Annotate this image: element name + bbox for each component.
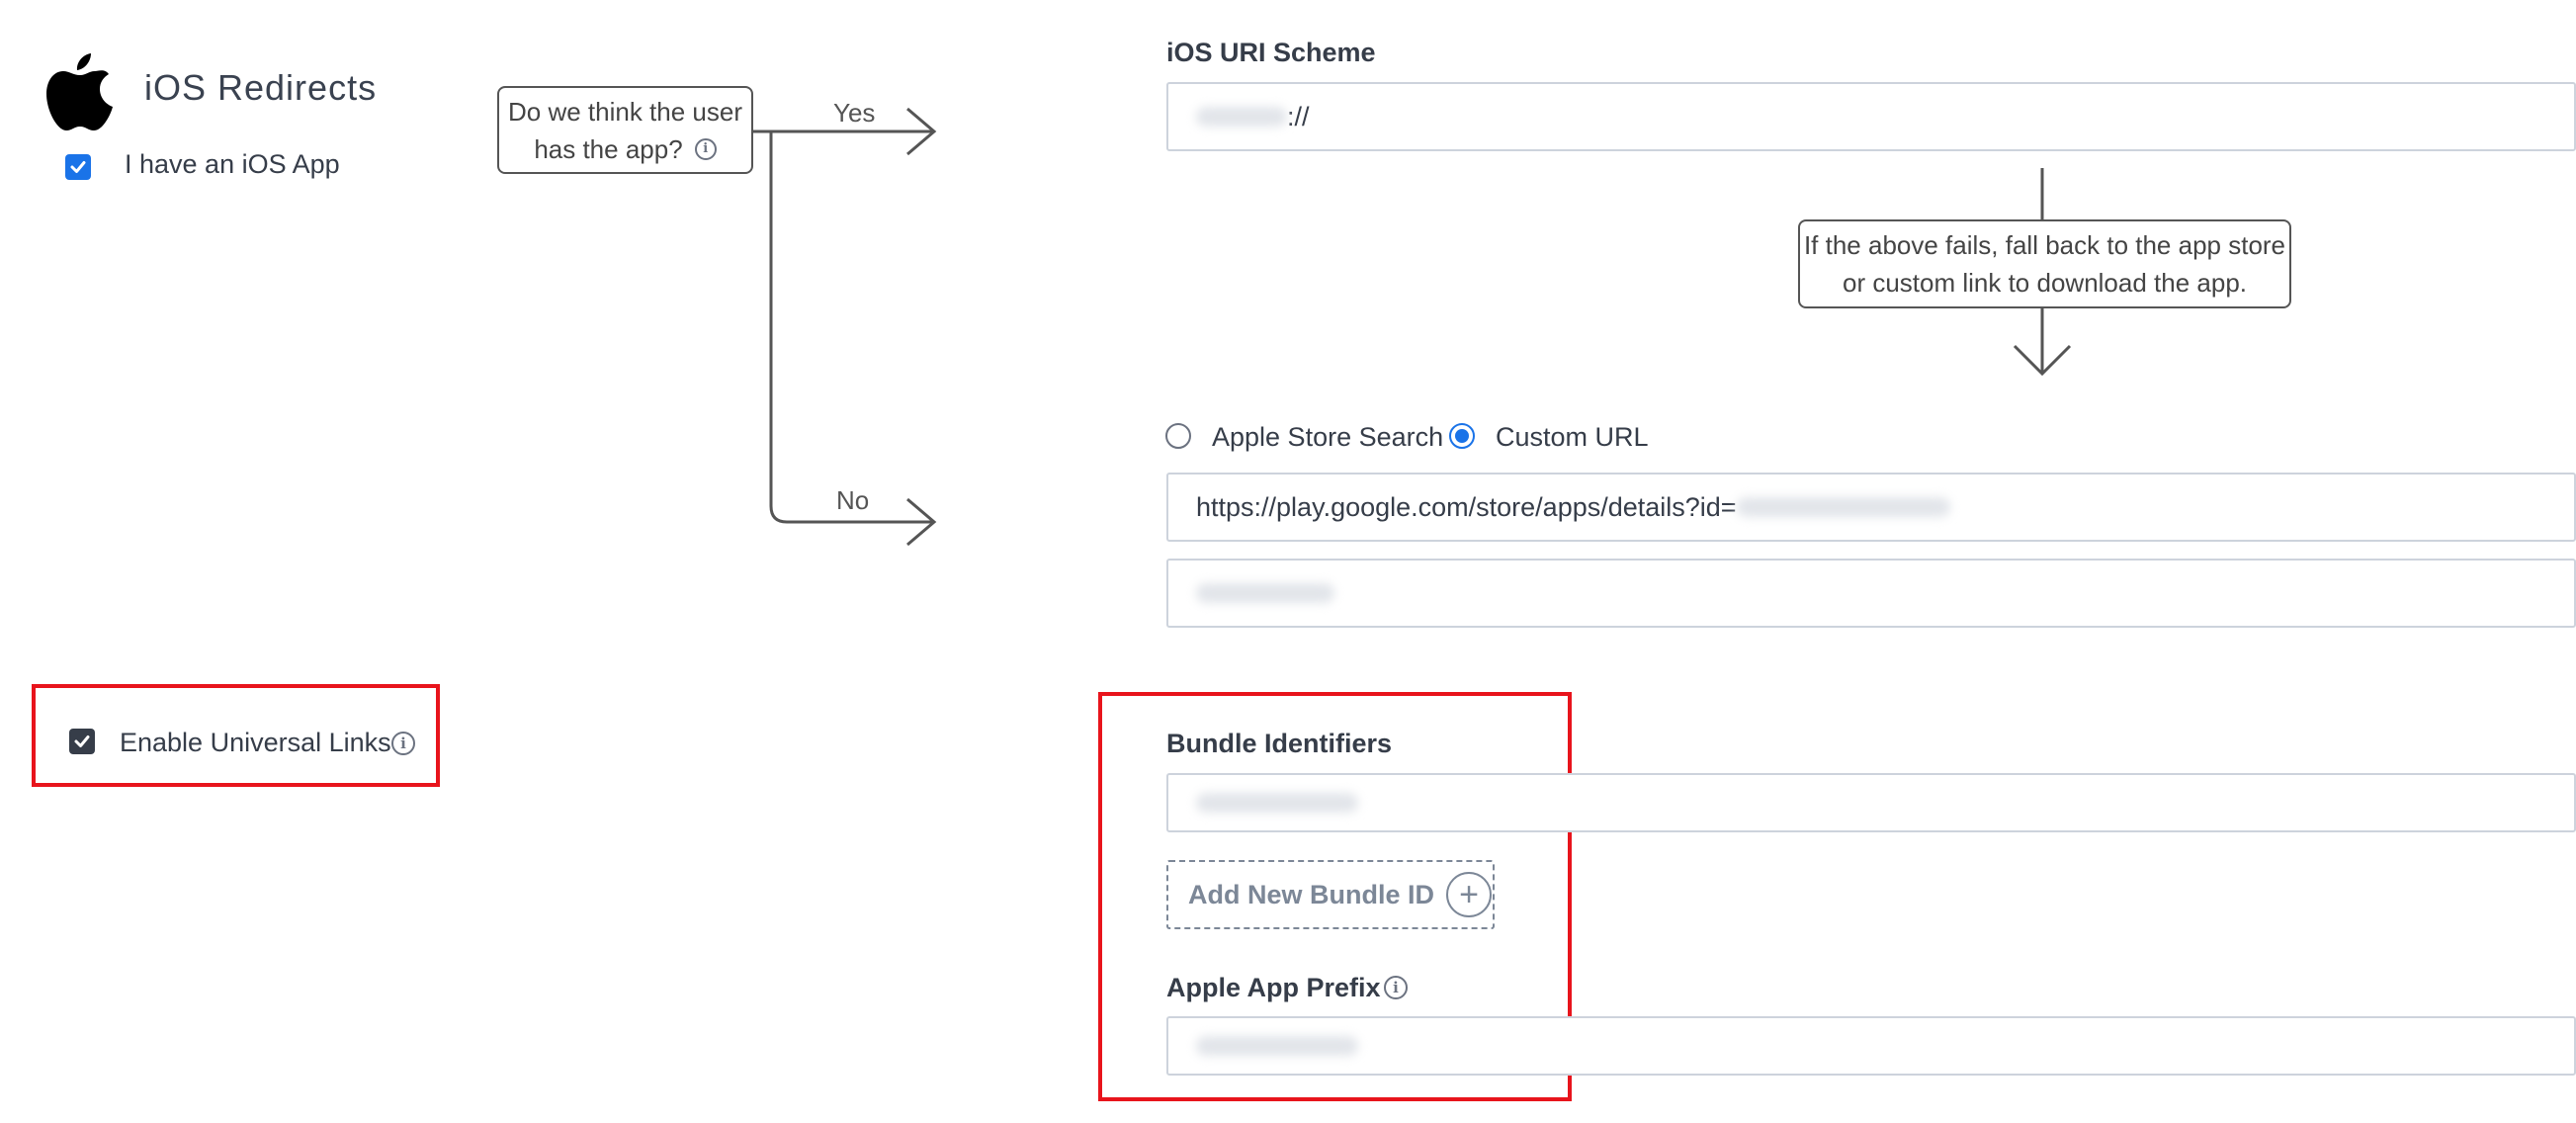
has-ios-app-checkbox[interactable] <box>65 154 91 180</box>
apple-logo-icon <box>46 53 113 130</box>
apple-app-prefix-input[interactable] <box>1166 1016 2576 1076</box>
redacted-text <box>1196 1036 1358 1056</box>
checkmark-icon <box>74 735 90 747</box>
apple-app-prefix-label: Apple App Prefix <box>1166 973 1381 1002</box>
add-bundle-id-button[interactable]: Add New Bundle ID + <box>1166 860 1495 929</box>
bundle-section-highlight <box>1098 692 1572 1101</box>
custom-url-input[interactable]: https://play.google.com/store/apps/detai… <box>1166 473 2576 542</box>
uri-scheme-label: iOS URI Scheme <box>1166 38 1376 67</box>
checkmark-icon <box>70 161 86 173</box>
redacted-text <box>1736 497 1950 517</box>
redacted-text <box>1196 583 1334 603</box>
info-icon[interactable]: i <box>1384 976 1408 999</box>
uri-scheme-suffix: :// <box>1287 101 1310 131</box>
flow-fallback-line1: If the above fails, fall back to the app… <box>1803 230 2286 260</box>
enable-universal-links-label: Enable Universal Links <box>120 728 391 757</box>
bundle-identifiers-label: Bundle Identifiers <box>1166 729 1393 758</box>
custom-url-label: Custom URL <box>1496 422 1649 452</box>
uri-scheme-input[interactable]: :// <box>1166 82 2576 151</box>
universal-links-highlight <box>32 684 440 787</box>
info-icon[interactable]: i <box>694 137 717 160</box>
page-title: iOS Redirects <box>144 67 378 108</box>
custom-url-radio[interactable] <box>1449 423 1475 449</box>
custom-url-secondary-input[interactable] <box>1166 559 2576 628</box>
redacted-text <box>1196 107 1287 127</box>
flow-fallback-box: If the above fails, fall back to the app… <box>1798 219 2291 308</box>
flow-question-line2: has the app? <box>534 133 683 164</box>
custom-url-prefix: https://play.google.com/store/apps/detai… <box>1196 491 1737 522</box>
info-icon[interactable]: i <box>391 732 415 755</box>
flow-question-box: Do we think the user has the app? i <box>497 86 753 174</box>
redacted-text <box>1196 793 1358 813</box>
apple-store-search-label: Apple Store Search <box>1212 422 1444 452</box>
enable-universal-links-checkbox[interactable] <box>69 729 95 754</box>
add-bundle-id-label: Add New Bundle ID <box>1188 879 1434 909</box>
flow-no-label: No <box>836 485 870 515</box>
has-ios-app-label: I have an iOS App <box>125 149 340 179</box>
flow-fallback-line2: or custom link to download the app. <box>1842 268 2248 298</box>
apple-store-search-radio[interactable] <box>1165 423 1191 449</box>
bundle-identifier-input[interactable] <box>1166 773 2576 832</box>
flow-yes-label: Yes <box>833 98 876 128</box>
plus-icon: + <box>1446 872 1492 917</box>
flow-question-line1: Do we think the user <box>507 96 742 127</box>
